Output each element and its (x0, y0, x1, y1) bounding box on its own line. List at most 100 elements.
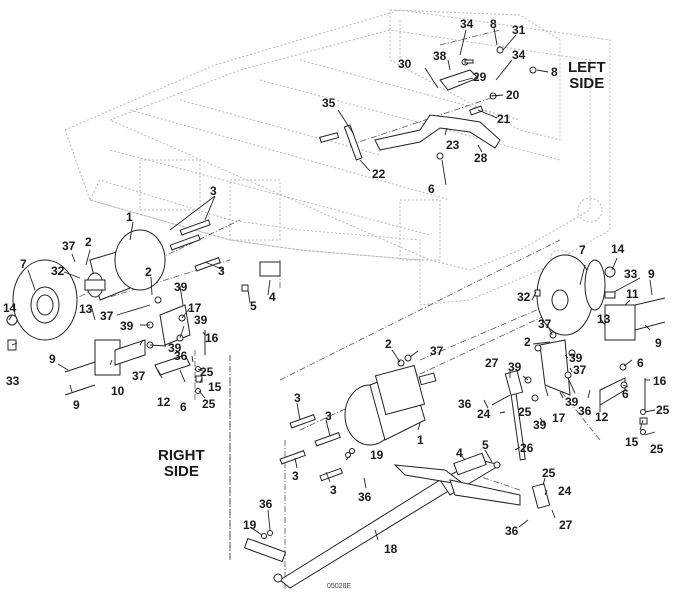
callout-1: 1 (417, 433, 424, 447)
callout-2: 2 (524, 335, 531, 349)
callout-36: 36 (259, 497, 273, 511)
left-side-motor-assembly (524, 254, 666, 435)
callout-9: 9 (648, 267, 655, 281)
callout-3: 3 (210, 184, 217, 198)
callout-37: 37 (430, 344, 444, 358)
figure-code: 05028E (327, 583, 352, 590)
callout-30: 30 (398, 57, 412, 71)
callout-6: 6 (428, 182, 435, 196)
callout-17: 17 (552, 411, 566, 425)
callout-4: 4 (456, 446, 463, 460)
callout-8: 8 (551, 65, 558, 79)
callout-39: 39 (194, 313, 208, 327)
callout-24: 24 (558, 484, 572, 498)
leader-lines (8, 27, 656, 541)
callout-36: 36 (578, 404, 592, 418)
callout-3: 3 (325, 409, 332, 423)
callout-25: 25 (202, 397, 216, 411)
callout-27: 27 (559, 518, 573, 532)
callout-14: 14 (3, 301, 17, 315)
callout-36: 36 (505, 524, 519, 538)
chassis-frame (64, 9, 611, 306)
callout-9: 9 (49, 352, 56, 366)
callout-19: 19 (370, 448, 384, 462)
upper-linkage (319, 46, 537, 161)
callout-32: 32 (517, 290, 531, 304)
left-side-label-line1: LEFT (568, 59, 606, 76)
right-side-motor-assembly (6, 219, 281, 396)
callout-25: 25 (518, 405, 532, 419)
callout-2: 2 (85, 235, 92, 249)
callout-27: 27 (485, 356, 499, 370)
left-side-label: LEFT SIDE (568, 60, 606, 92)
callout-37: 37 (132, 369, 146, 383)
callout-37: 37 (573, 363, 587, 377)
callout-39: 39 (174, 280, 188, 294)
callout-2: 2 (145, 265, 152, 279)
callout-36: 36 (174, 349, 188, 363)
callout-23: 23 (446, 138, 460, 152)
callout-16: 16 (653, 374, 667, 388)
callout-10: 10 (111, 384, 125, 398)
callout-33: 33 (624, 267, 638, 281)
callout-37: 37 (62, 239, 76, 253)
callout-25: 25 (542, 466, 556, 480)
left-side-label-line2: SIDE (569, 75, 605, 92)
callout-39: 39 (569, 351, 583, 365)
callout-15: 15 (625, 435, 639, 449)
callout-4: 4 (269, 290, 276, 304)
callout-8: 8 (490, 17, 497, 31)
callout-37: 37 (100, 309, 114, 323)
callout-39: 39 (508, 360, 522, 374)
callout-11: 11 (626, 287, 639, 301)
callout-2: 2 (385, 337, 392, 351)
callout-20: 20 (506, 88, 520, 102)
callout-29: 29 (473, 70, 487, 84)
callout-39: 39 (120, 319, 134, 333)
callout-5: 5 (482, 438, 489, 452)
callout-22: 22 (372, 167, 386, 181)
callout-13: 13 (597, 312, 611, 326)
callout-12: 12 (157, 395, 171, 409)
bolts (279, 414, 344, 482)
callout-3: 3 (292, 469, 299, 483)
callout-35: 35 (322, 96, 336, 110)
callout-38: 38 (433, 49, 447, 63)
callout-33: 33 (6, 374, 20, 388)
callout-34: 34 (512, 48, 526, 62)
callout-3: 3 (330, 483, 337, 497)
right-side-label-line2: SIDE (163, 463, 199, 480)
callout-14: 14 (611, 242, 625, 256)
callout-6: 6 (637, 356, 644, 370)
callout-25: 25 (200, 365, 214, 379)
callout-18: 18 (384, 542, 398, 556)
callout-7: 7 (20, 257, 27, 271)
callout-3: 3 (218, 264, 225, 278)
callout-5: 5 (250, 299, 257, 313)
right-side-label-line1: RIGHT (158, 447, 205, 464)
callout-7: 7 (579, 243, 586, 257)
callout-36: 36 (358, 490, 372, 504)
center-hydraulic-motor (344, 354, 437, 446)
callout-24: 24 (477, 407, 491, 421)
callout-39: 39 (565, 395, 579, 409)
callout-1: 1 (126, 210, 133, 224)
right-side-label: RIGHT SIDE (158, 448, 205, 480)
callout-6: 6 (622, 387, 629, 401)
lift-arm-assembly (243, 370, 551, 589)
callout-31: 31 (512, 23, 526, 37)
callout-28: 28 (474, 151, 488, 165)
callout-9: 9 (655, 336, 662, 350)
callout-19: 19 (243, 518, 257, 532)
callout-16: 16 (205, 331, 219, 345)
callout-37: 37 (538, 317, 552, 331)
callout-39: 39 (533, 418, 547, 432)
callout-3: 3 (294, 391, 301, 405)
callout-9: 9 (73, 398, 80, 412)
callout-13: 13 (79, 302, 93, 316)
callout-34: 34 (460, 17, 474, 31)
callout-6: 6 (180, 400, 187, 414)
callout-25: 25 (650, 442, 664, 456)
